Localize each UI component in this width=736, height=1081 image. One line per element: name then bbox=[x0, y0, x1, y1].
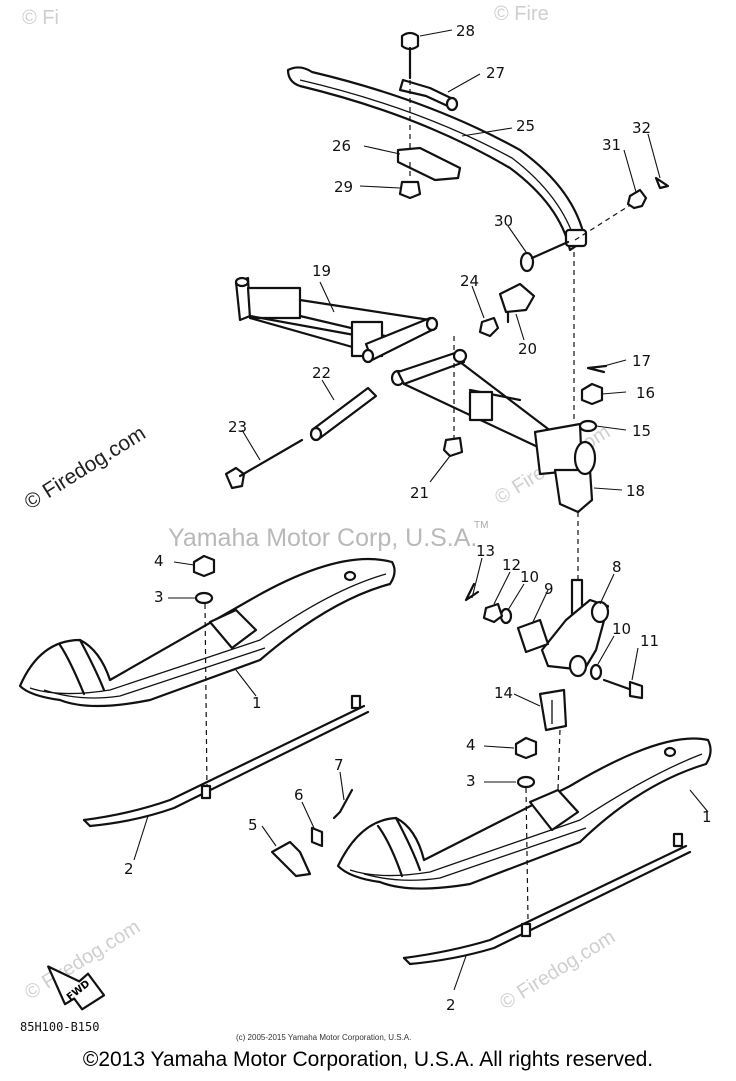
callout-12: 12 bbox=[502, 556, 521, 574]
clamp-nut bbox=[398, 180, 422, 200]
callout-1: 1 bbox=[702, 808, 712, 826]
nut-12 bbox=[482, 602, 504, 624]
collar-22 bbox=[309, 386, 378, 442]
callout-8: 8 bbox=[612, 558, 622, 576]
nut-4-left bbox=[192, 554, 216, 578]
callout-25: 25 bbox=[516, 117, 535, 135]
callout-5: 5 bbox=[248, 816, 258, 834]
callout-14: 14 bbox=[494, 684, 513, 702]
watermark-center: Yamaha Motor Corp, U.S.A. bbox=[168, 524, 477, 552]
spindle bbox=[540, 578, 610, 678]
callout-31: 31 bbox=[602, 136, 621, 154]
nut-6 bbox=[310, 826, 324, 848]
callout-30: 30 bbox=[494, 212, 513, 230]
callout-3: 3 bbox=[466, 772, 476, 790]
callout-9: 9 bbox=[544, 580, 554, 598]
watermark-tm: TM bbox=[474, 520, 488, 531]
callout-7: 7 bbox=[334, 756, 344, 774]
diagram-code: 85H100-B150 bbox=[20, 1020, 99, 1034]
spring-bolt bbox=[519, 240, 570, 273]
spring-clamp-bottom bbox=[396, 146, 462, 182]
callout-17: 17 bbox=[632, 352, 651, 370]
callout-21: 21 bbox=[410, 484, 429, 502]
ski-right bbox=[336, 737, 712, 890]
callout-6: 6 bbox=[294, 786, 304, 804]
watermark-corner-top-left: © Fi bbox=[22, 7, 59, 29]
callout-32: 32 bbox=[632, 119, 651, 137]
callout-23: 23 bbox=[228, 418, 247, 436]
upper-a-arm bbox=[234, 276, 439, 364]
washer-3-right bbox=[516, 775, 536, 789]
leaf-spring bbox=[286, 66, 588, 252]
pin-7 bbox=[332, 788, 354, 820]
footer-copyright: ©2013 Yamaha Motor Corporation, U.S.A. A… bbox=[82, 1048, 654, 1071]
runner-left bbox=[82, 694, 370, 828]
ski-left bbox=[18, 557, 396, 708]
callout-4: 4 bbox=[154, 552, 164, 570]
callout-13: 13 bbox=[476, 542, 495, 560]
callout-1: 1 bbox=[252, 694, 262, 712]
callout-4: 4 bbox=[466, 736, 476, 754]
callout-18: 18 bbox=[626, 482, 645, 500]
callout-28: 28 bbox=[456, 22, 475, 40]
small-copyright: (c) 2005-2015 Yamaha Motor Corporation, … bbox=[236, 1033, 411, 1042]
washer-15 bbox=[578, 419, 598, 433]
bump-stopper-nut bbox=[478, 316, 500, 338]
spring-nut bbox=[626, 188, 648, 210]
callout-11: 11 bbox=[640, 632, 659, 650]
castle-nut bbox=[580, 382, 604, 406]
lower-arm-nut bbox=[442, 436, 464, 458]
watermark-left: © Firedog.com bbox=[20, 422, 149, 515]
callout-22: 22 bbox=[312, 364, 331, 382]
callout-26: 26 bbox=[332, 137, 351, 155]
callout-24: 24 bbox=[460, 272, 479, 290]
clamp-bolt bbox=[400, 31, 420, 80]
callout-3: 3 bbox=[154, 588, 164, 606]
washer-10-lower bbox=[589, 663, 603, 681]
callout-27: 27 bbox=[486, 64, 505, 82]
callout-2: 2 bbox=[446, 996, 456, 1014]
runner-right bbox=[402, 832, 692, 966]
cotter-pin-17 bbox=[586, 364, 608, 374]
plate-5 bbox=[270, 840, 312, 878]
damper-14 bbox=[538, 688, 568, 732]
spring-clamp-top bbox=[398, 78, 459, 112]
callout-16: 16 bbox=[636, 384, 655, 402]
callout-20: 20 bbox=[518, 340, 537, 358]
callout-10: 10 bbox=[520, 568, 539, 586]
nut-4-right bbox=[514, 736, 538, 760]
bump-stopper bbox=[498, 282, 536, 324]
callout-19: 19 bbox=[312, 262, 331, 280]
callout-29: 29 bbox=[334, 178, 353, 196]
lower-a-arm bbox=[390, 348, 597, 514]
bolt-11 bbox=[602, 678, 644, 700]
cotter-pin-32 bbox=[654, 176, 670, 190]
callout-10: 10 bbox=[612, 620, 631, 638]
long-bolt-23 bbox=[224, 438, 304, 490]
callout-15: 15 bbox=[632, 422, 651, 440]
leader-lines bbox=[133, 29, 709, 991]
callout-2: 2 bbox=[124, 860, 134, 878]
watermark-corner-top-right: © Fire bbox=[494, 3, 549, 25]
washer-3-left bbox=[194, 591, 214, 605]
fwd-arrow: FWD bbox=[47, 965, 106, 1011]
